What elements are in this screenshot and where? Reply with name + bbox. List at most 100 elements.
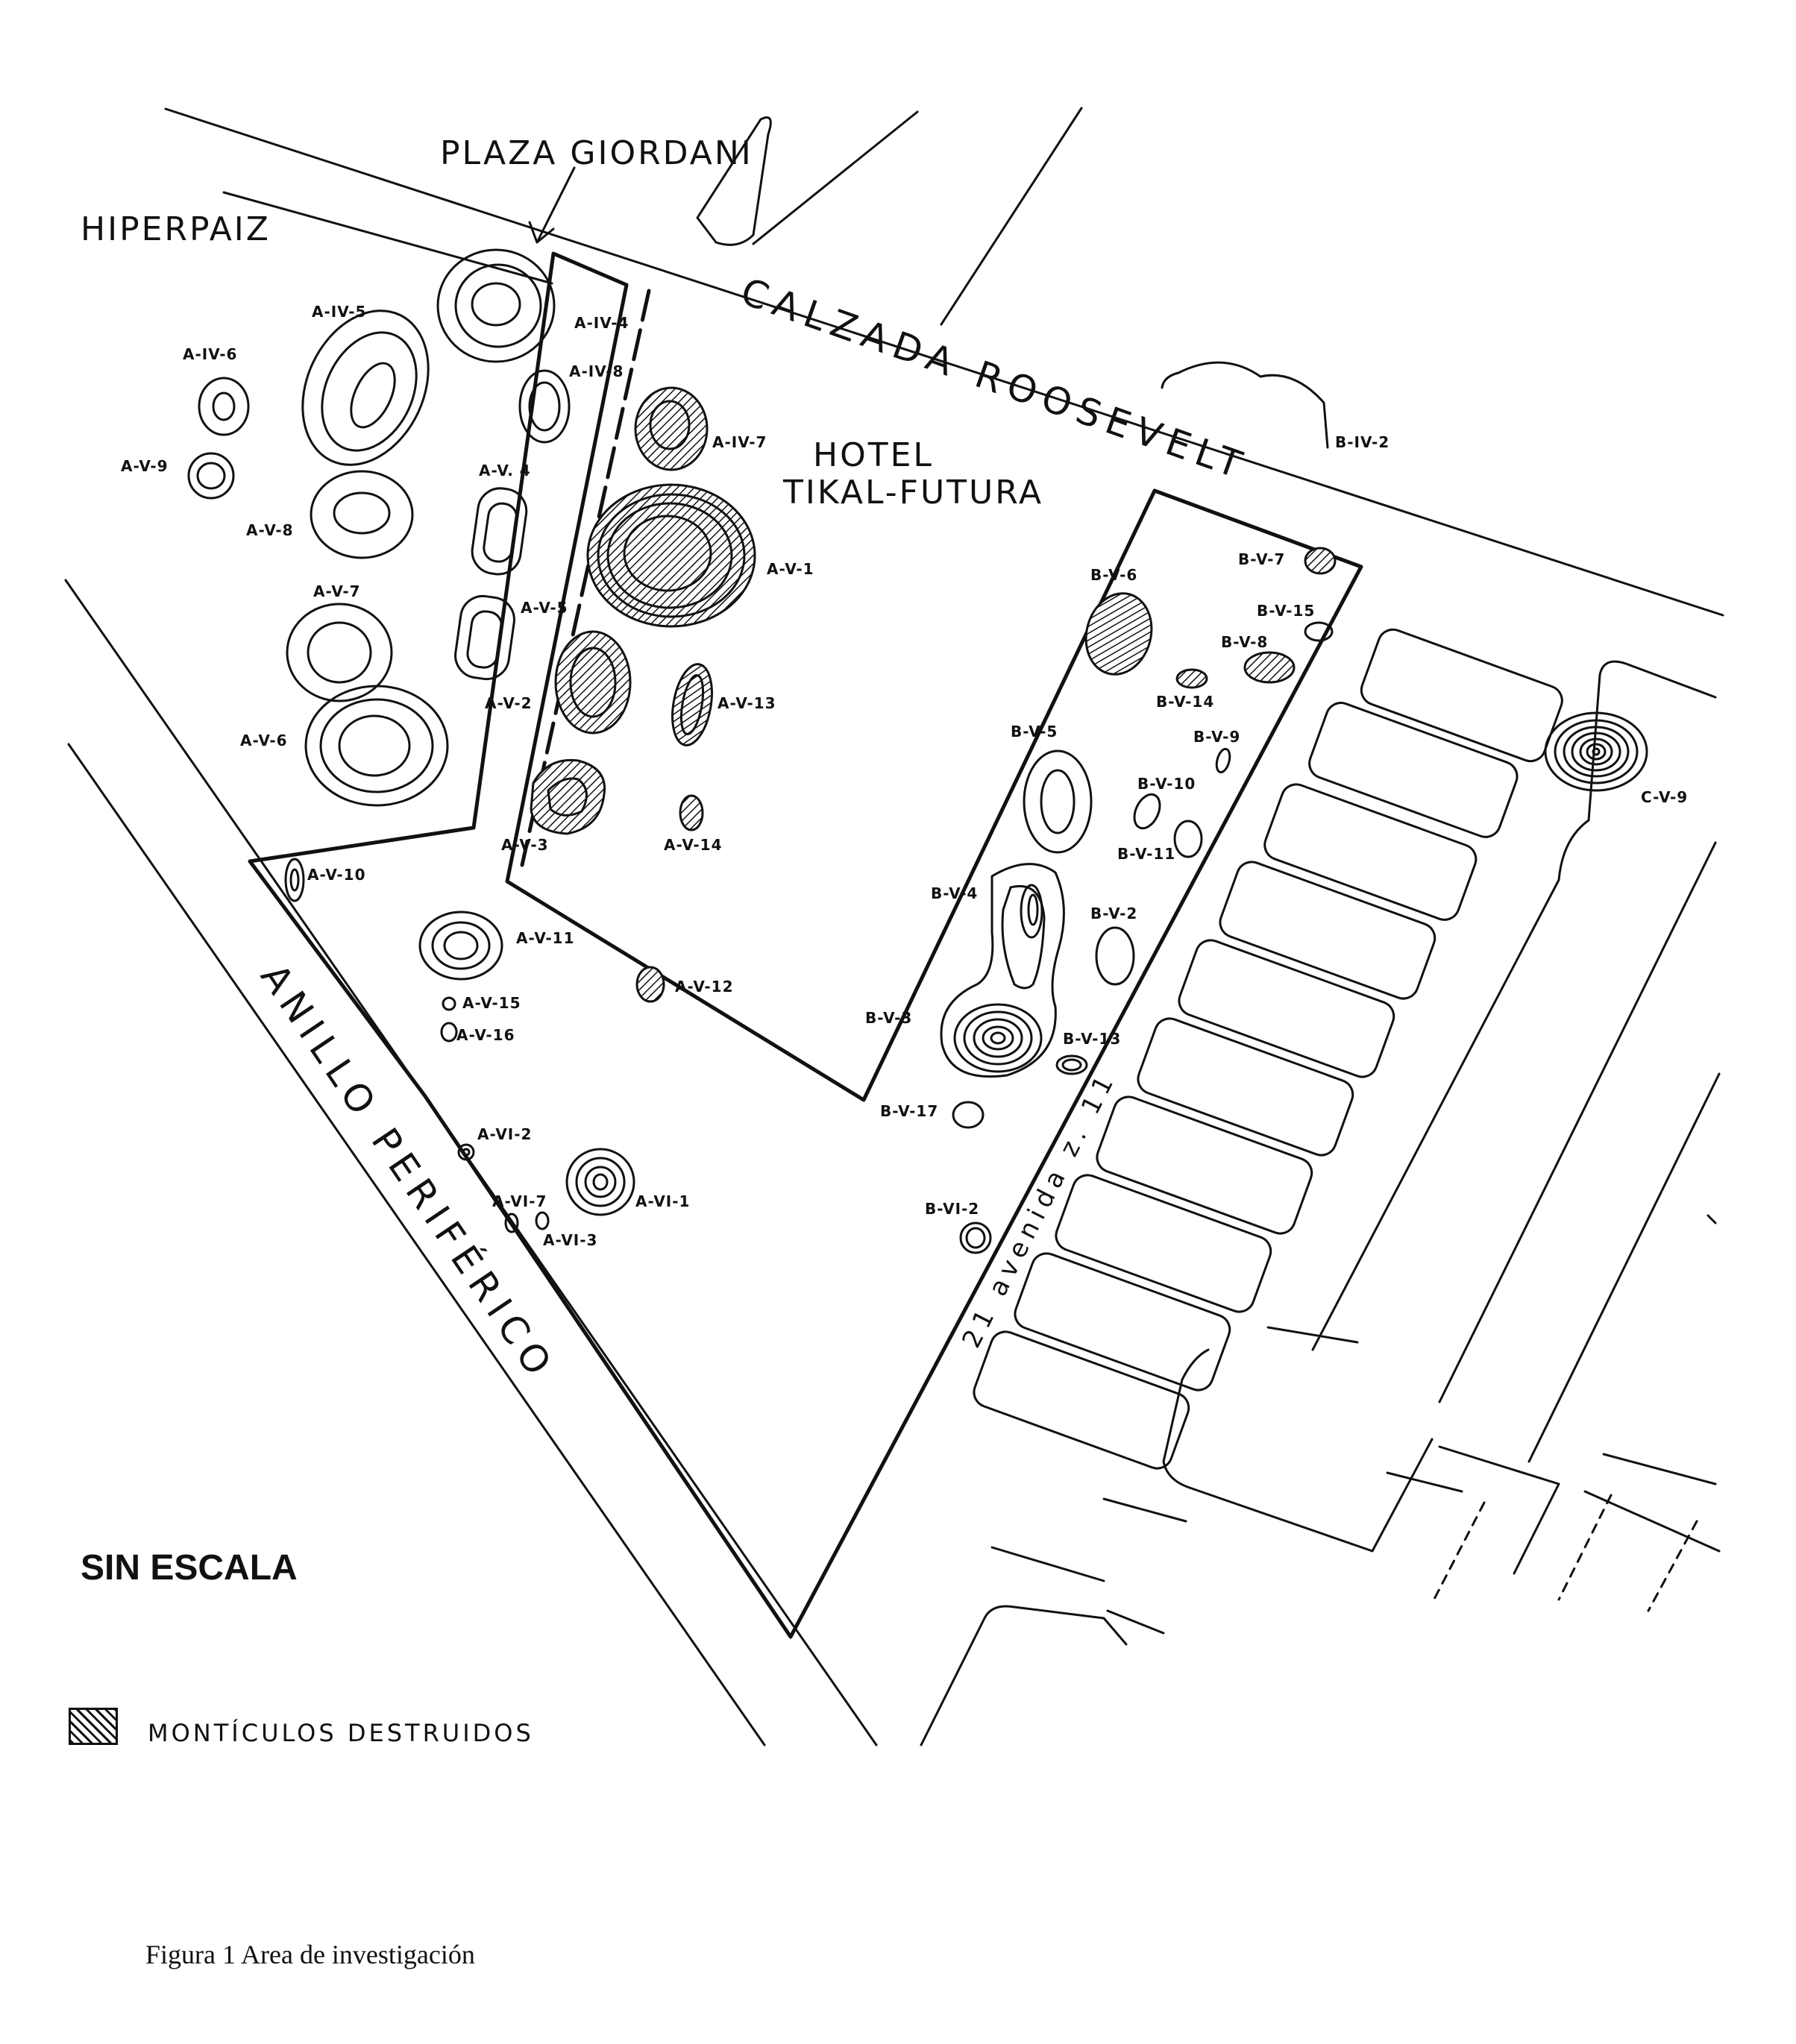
city-block: [1055, 1174, 1272, 1313]
mound-label: A-V-6: [240, 732, 288, 749]
calzada-roosevelt-north-edge: [164, 107, 1724, 617]
mound-label: B-V-9: [1193, 728, 1240, 746]
anillo-periferico-label: ANILLO PERIFÉRICO: [252, 956, 564, 1389]
figure-caption: Figura 1 Area de investigación: [145, 1940, 475, 1969]
plaza-giordani-label: PLAZA GIORDANI: [440, 134, 753, 172]
mound-A-VI-3: [535, 1211, 550, 1230]
mound-label: A-VI-3: [543, 1231, 597, 1249]
mound-A-V-13: [671, 663, 713, 746]
mound-label: B-V-17: [880, 1102, 938, 1120]
mound-label: A-V-11: [516, 929, 574, 947]
mound-label: B-V-3: [865, 1009, 912, 1027]
legend-hatch-swatch: [69, 1708, 118, 1745]
mound-label: A-IV-7: [712, 433, 767, 451]
hotel-label: HOTEL: [813, 436, 934, 474]
mound-A-VI-7: [504, 1213, 519, 1233]
mound-A-V-15: [442, 996, 456, 1011]
mound-label: B-V-15: [1257, 602, 1315, 620]
legend-label: MONTÍCULOS DESTRUIDOS: [148, 1719, 534, 1747]
mound-B-V-10: [1133, 793, 1161, 830]
city-block: [1557, 1494, 1613, 1601]
mound-A-V-6: [304, 685, 449, 807]
city-block: [1102, 1497, 1187, 1523]
city-block: [752, 110, 919, 245]
mound-label: A-V-9: [121, 457, 169, 475]
mound-A-V-2: [554, 630, 632, 735]
mound-B-V-8: [1243, 651, 1296, 684]
city-block: [1096, 1095, 1313, 1235]
plaza-arrow-head: [528, 221, 555, 244]
mound-label: A-VI-7: [492, 1192, 547, 1210]
mound-A-IV-6: [212, 391, 236, 421]
mound-B-V-15: [1304, 621, 1334, 642]
city-block: [1162, 1348, 1434, 1553]
city-block: [1360, 628, 1563, 763]
city-block: [1706, 1214, 1717, 1224]
city-block: [1308, 702, 1519, 838]
city-block: [1161, 361, 1329, 449]
mound-A-V-5: [454, 594, 515, 681]
city-block: [990, 1546, 1105, 1582]
mound-label: A-IV-5: [312, 303, 366, 321]
mound-A-V-10: [284, 858, 305, 902]
mound-label: A-V-10: [307, 866, 365, 884]
mound-B-VI-2: [965, 1227, 986, 1249]
mound-label: A-IV-8: [569, 362, 624, 380]
mound-label: A-V-14: [664, 836, 722, 854]
city-block: [920, 1605, 1128, 1746]
mound-A-V-7: [286, 603, 393, 702]
mound-A-VI-1: [565, 1148, 635, 1216]
city-block: [696, 116, 772, 246]
mound-labels: A-IV-4A-IV-8A-IV-5A-IV-6A-V-9A-IV-7A-V-8…: [121, 303, 1687, 1249]
mound-B-V-6: [1084, 592, 1153, 676]
mound-label: B-V-5: [1011, 723, 1058, 740]
mound-B-V-5: [1023, 749, 1093, 854]
city-block: [1137, 1017, 1354, 1157]
mound-label: A-V-1: [767, 560, 814, 578]
mound-A-IV-8-plain: [528, 381, 561, 432]
mound-label: B-V-11: [1117, 845, 1175, 863]
mound-label: B-V-8: [1221, 633, 1268, 651]
city-block: [1014, 1252, 1231, 1392]
mound-label: A-V. 4: [479, 462, 531, 479]
mound-label: A-VI-2: [477, 1125, 532, 1143]
mound-A-V-12: [635, 966, 665, 1003]
hotel-name-label: TIKAL-FUTURA: [782, 474, 1043, 512]
mound-label: A-IV-4: [574, 314, 629, 332]
mound-B-V-2: [1095, 926, 1135, 986]
city-block: [1527, 1072, 1721, 1463]
mound-A-IV-5: [301, 309, 430, 466]
mound-A-IV-7: [634, 386, 709, 471]
plaza-arrow: [536, 166, 576, 244]
city-block: [1647, 1520, 1698, 1612]
mound-label: B-V-7: [1238, 550, 1285, 568]
mound-B-V-9: [1215, 747, 1231, 774]
city-block: [1263, 783, 1478, 921]
mound-B-V-17: [952, 1101, 985, 1129]
city-block: [940, 107, 1083, 326]
city-block: [1311, 660, 1717, 1351]
mound-A-V-9: [196, 462, 226, 490]
mound-A-V-8: [310, 470, 414, 559]
mound-label: A-V-16: [456, 1026, 515, 1044]
mound-B-V-13: [1055, 1054, 1088, 1075]
mound-A-V-1: [586, 483, 756, 628]
mound-label: B-V-6: [1090, 566, 1137, 584]
mound-B-V-4-3: [940, 863, 1065, 1078]
mound-label: A-V-3: [501, 836, 549, 854]
city-block: [1438, 841, 1717, 1403]
mound-label: B-V-10: [1137, 775, 1196, 793]
mound-A-V-3: [530, 758, 606, 835]
site-boundary: [248, 251, 1363, 1639]
scale-note: SIN ESCALA: [81, 1548, 298, 1588]
mound-B-V-11: [1173, 820, 1203, 858]
mound-label: A-V-8: [246, 521, 294, 539]
mound-B-V-13: [1061, 1058, 1082, 1072]
mound-label: A-V-2: [485, 694, 533, 712]
mound-label: B-V-4: [931, 884, 978, 902]
mound-label: A-V-13: [718, 694, 776, 712]
mound-A-VI-2: [457, 1143, 475, 1161]
city-block: [1431, 1501, 1486, 1605]
mound-label: B-V-14: [1156, 693, 1214, 711]
